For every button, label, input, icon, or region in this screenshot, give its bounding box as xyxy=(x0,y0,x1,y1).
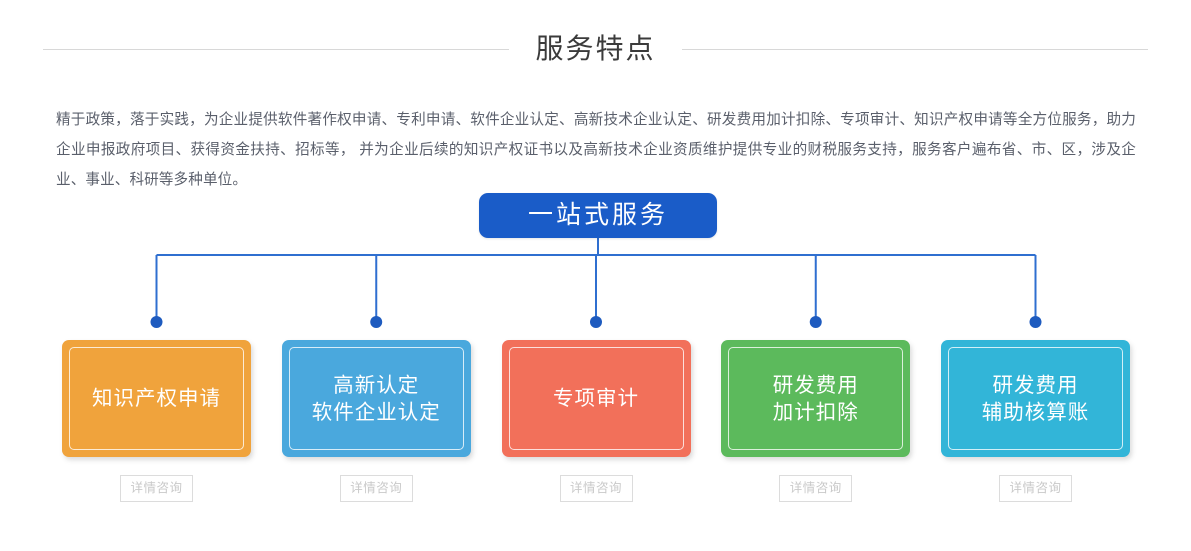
card-ip-application[interactable]: 知识产权申请 xyxy=(62,340,251,457)
consult-button-row: 详情咨询 详情咨询 详情咨询 详情咨询 详情咨询 xyxy=(62,475,1130,503)
card-rd-superdeduction[interactable]: 研发费用加计扣除 xyxy=(721,340,911,457)
consult-button-4[interactable]: 详情咨询 xyxy=(779,475,853,502)
consult-button-2[interactable]: 详情咨询 xyxy=(339,475,413,502)
consult-slot: 详情咨询 xyxy=(62,475,251,503)
consult-slot: 详情咨询 xyxy=(502,475,691,503)
card-label-line: 研发费用 xyxy=(772,373,859,397)
card-label-line: 加计扣除 xyxy=(772,400,859,424)
card-rd-auxiliary-account[interactable]: 研发费用辅助核算账 xyxy=(941,340,1130,457)
header-rule-left xyxy=(43,48,510,50)
consult-button-1[interactable]: 详情咨询 xyxy=(120,475,193,502)
consult-slot: 详情咨询 xyxy=(721,475,910,503)
card-label-line: 高新认定 xyxy=(333,373,420,397)
card-inner-border: 知识产权申请 xyxy=(69,347,244,450)
page-title: 服务特点 xyxy=(535,33,656,64)
card-label-line: 专项审计 xyxy=(553,387,639,410)
consult-slot: 详情咨询 xyxy=(941,475,1130,503)
header-rule-right xyxy=(681,48,1148,50)
consult-button-3[interactable]: 详情咨询 xyxy=(559,475,633,502)
card-special-audit[interactable]: 专项审计 xyxy=(501,340,691,457)
card-label-line: 软件企业认定 xyxy=(311,400,441,424)
card-inner-border: 专项审计 xyxy=(508,347,684,450)
hub-one-stop-service[interactable]: 一站式服务 xyxy=(479,193,717,238)
card-inner-border: 研发费用加计扣除 xyxy=(728,347,904,450)
card-inner-border: 研发费用辅助核算账 xyxy=(948,347,1123,450)
card-label-line: 辅助核算账 xyxy=(981,400,1090,424)
consult-slot: 详情咨询 xyxy=(282,475,471,503)
service-card-row: 知识产权申请高新认定软件企业认定专项审计研发费用加计扣除研发费用辅助核算账 xyxy=(62,340,1130,457)
consult-button-5[interactable]: 详情咨询 xyxy=(999,475,1072,502)
card-label-line: 研发费用 xyxy=(992,373,1079,397)
card-label-line: 知识产权申请 xyxy=(92,387,221,410)
hub-label: 一站式服务 xyxy=(527,201,668,229)
card-inner-border: 高新认定软件企业认定 xyxy=(288,347,464,450)
intro-paragraph: 精于政策，落于实践，为企业提供软件著作权申请、专利申请、软件企业认定、高新技术企… xyxy=(56,111,1136,188)
card-hightech-software[interactable]: 高新认定软件企业认定 xyxy=(281,340,471,457)
section-header: 服务特点 xyxy=(0,26,1191,72)
